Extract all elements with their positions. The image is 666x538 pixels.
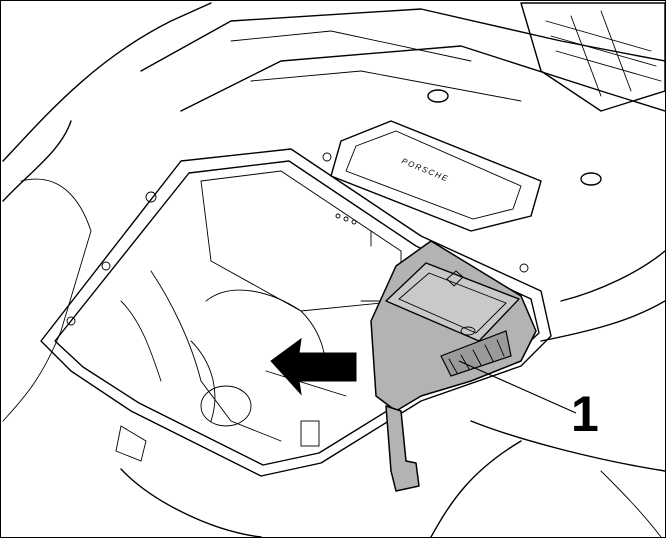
- vent-slat-2: [460, 354, 470, 370]
- body-left-fender: [2, 2, 212, 162]
- rear-deck-rib-1: [230, 30, 472, 62]
- callout-number-label: 1: [571, 386, 599, 442]
- rear-deck-outline: [140, 8, 665, 72]
- brand-lettering: PORSCHE: [400, 157, 450, 184]
- body-right-wheel-arch: [470, 420, 665, 472]
- grille-line-3: [555, 50, 662, 82]
- fastener-3: [145, 191, 157, 203]
- body-right-panel: [560, 250, 665, 302]
- component-top-inner: [398, 272, 507, 334]
- vent-slat-3: [472, 349, 482, 366]
- engine-cover-inner: [345, 130, 522, 220]
- compartment-opening-outer: [40, 148, 552, 477]
- wall-dot-2: [343, 216, 349, 222]
- latch-slot: [300, 420, 320, 447]
- direction-arrow: [270, 337, 357, 396]
- interior-tub-2: [190, 340, 216, 422]
- vent-slat-1: [448, 358, 458, 374]
- body-right-lower: [430, 440, 522, 537]
- component-top-face: [385, 262, 520, 342]
- mount-oval-right: [580, 172, 602, 186]
- interior-well: [200, 385, 252, 427]
- grille-line-2: [550, 35, 657, 67]
- body-right-panel-2: [540, 300, 665, 342]
- grille-line-1: [545, 20, 652, 52]
- vent-slat-4: [484, 344, 494, 362]
- fastener-1: [322, 152, 332, 162]
- callout-leader-line: [458, 360, 577, 414]
- grille-line-4: [570, 15, 602, 97]
- fastener-2: [519, 263, 529, 273]
- component-handle: [446, 270, 464, 287]
- fastener-4: [101, 261, 111, 271]
- body-bottom-left-arc: [120, 468, 262, 537]
- component-bracket: [385, 405, 420, 492]
- wall-dot-3: [351, 219, 357, 225]
- rear-deck-rib-2: [250, 70, 522, 102]
- vent-slat-5: [496, 339, 505, 357]
- rear-deck-inner: [180, 45, 665, 112]
- grille-line-5: [600, 10, 632, 92]
- upper-right-grille-box: [520, 2, 665, 112]
- fastener-5: [66, 316, 76, 326]
- body-crease-left: [2, 178, 92, 422]
- interior-ledge: [120, 300, 162, 382]
- wall-dot-1: [335, 213, 341, 219]
- mount-oval-left: [427, 89, 449, 103]
- component-vent: [440, 330, 512, 377]
- highlighted-component-1: [370, 240, 537, 492]
- body-left-lower-curve: [2, 120, 72, 202]
- latch-bottom: [115, 425, 147, 462]
- body-crease-right: [600, 470, 662, 537]
- component-tab: [460, 326, 476, 336]
- interior-floor-left: [150, 270, 282, 442]
- arrow-shadow-line: [265, 370, 347, 397]
